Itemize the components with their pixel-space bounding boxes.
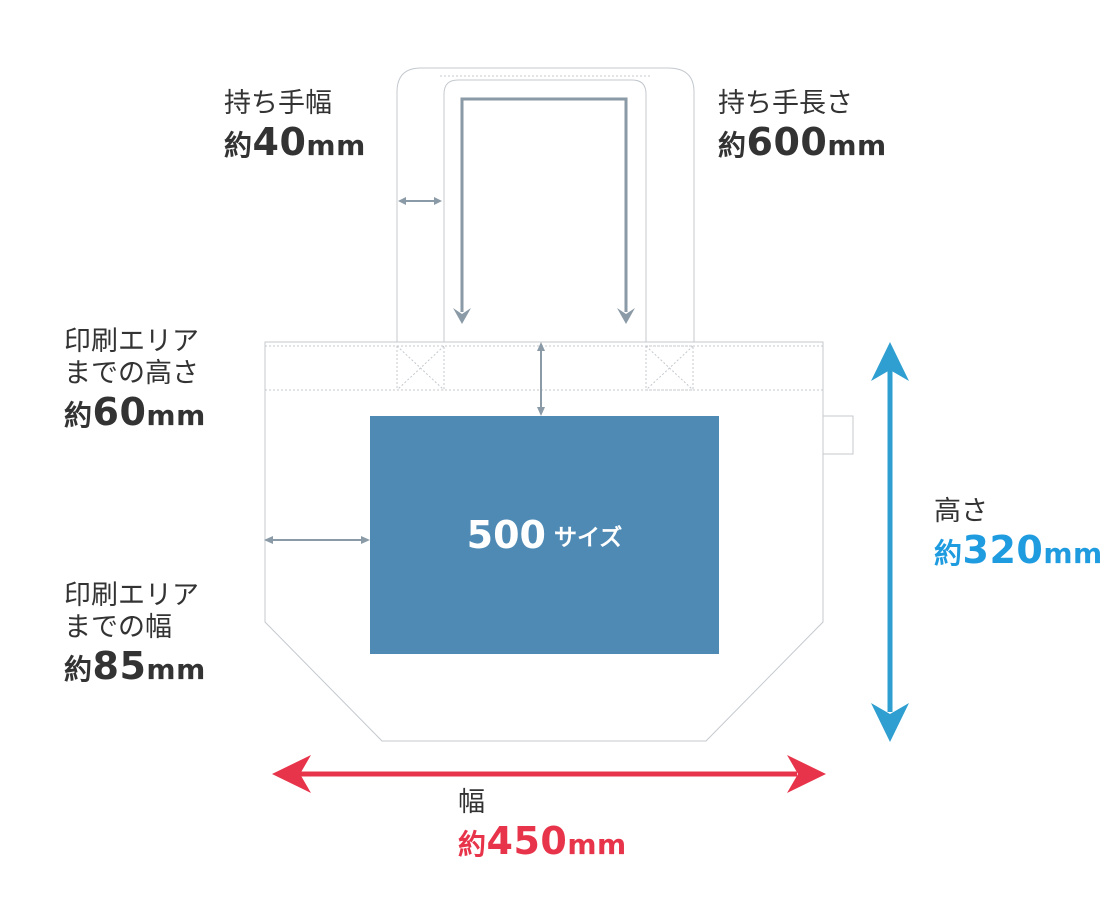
- print-side-label: 印刷エリア までの幅 約85mm: [64, 580, 206, 689]
- print-side-arrow: [264, 536, 370, 544]
- print-top-arrow: [537, 342, 545, 416]
- print-area-size: 500: [466, 513, 546, 557]
- print-area: [370, 416, 719, 654]
- height-value: 約320mm: [934, 527, 1103, 572]
- print-side-title-line1: 印刷エリア: [64, 580, 199, 611]
- handle-attachment-left: [396, 345, 445, 391]
- print-area-label: 500 サイズ: [370, 416, 719, 654]
- handle-width-title: 持ち手幅: [224, 88, 332, 119]
- left-arrow-icon: [272, 755, 311, 793]
- up-arrow-icon: [871, 342, 909, 381]
- side-tag: [822, 415, 854, 455]
- print-side-title-line2: までの幅: [64, 611, 172, 643]
- gray-measure-arrows: [264, 97, 635, 544]
- handle-length-value: 約600mm: [718, 119, 887, 164]
- print-side-value: 約85mm: [64, 643, 206, 688]
- print-top-title-line1: 印刷エリア: [64, 326, 199, 357]
- width-title: 幅: [458, 787, 485, 818]
- handle-width-label: 持ち手幅 約40mm: [224, 88, 366, 165]
- width-label: 幅 約450mm: [458, 787, 627, 864]
- print-top-title-line2: までの高さ: [64, 357, 199, 389]
- handle-length-arrow: [453, 97, 635, 324]
- handle-length-label: 持ち手長さ 約600mm: [718, 88, 887, 165]
- width-value: 約450mm: [458, 818, 627, 863]
- height-label: 高さ 約320mm: [934, 496, 1103, 573]
- handle-length-title: 持ち手長さ: [718, 88, 853, 119]
- height-title: 高さ: [934, 496, 988, 527]
- print-top-value: 約60mm: [64, 389, 206, 434]
- height-arrow: [871, 342, 909, 742]
- print-top-label: 印刷エリア までの高さ 約60mm: [64, 326, 206, 435]
- down-arrow-icon: [453, 308, 471, 324]
- down-arrow-icon: [871, 703, 909, 742]
- width-arrow: [272, 755, 826, 793]
- handle-attachment-right: [645, 345, 694, 391]
- handle-width-arrow: [398, 197, 442, 205]
- handle-inner-outline: [443, 79, 647, 343]
- down-arrow-icon: [617, 308, 635, 324]
- handle-outer-outline: [396, 67, 695, 343]
- right-arrow-icon: [787, 755, 826, 793]
- bag-handles: [396, 67, 695, 343]
- print-area-suffix: サイズ: [554, 525, 623, 551]
- handle-width-value: 約40mm: [224, 119, 366, 164]
